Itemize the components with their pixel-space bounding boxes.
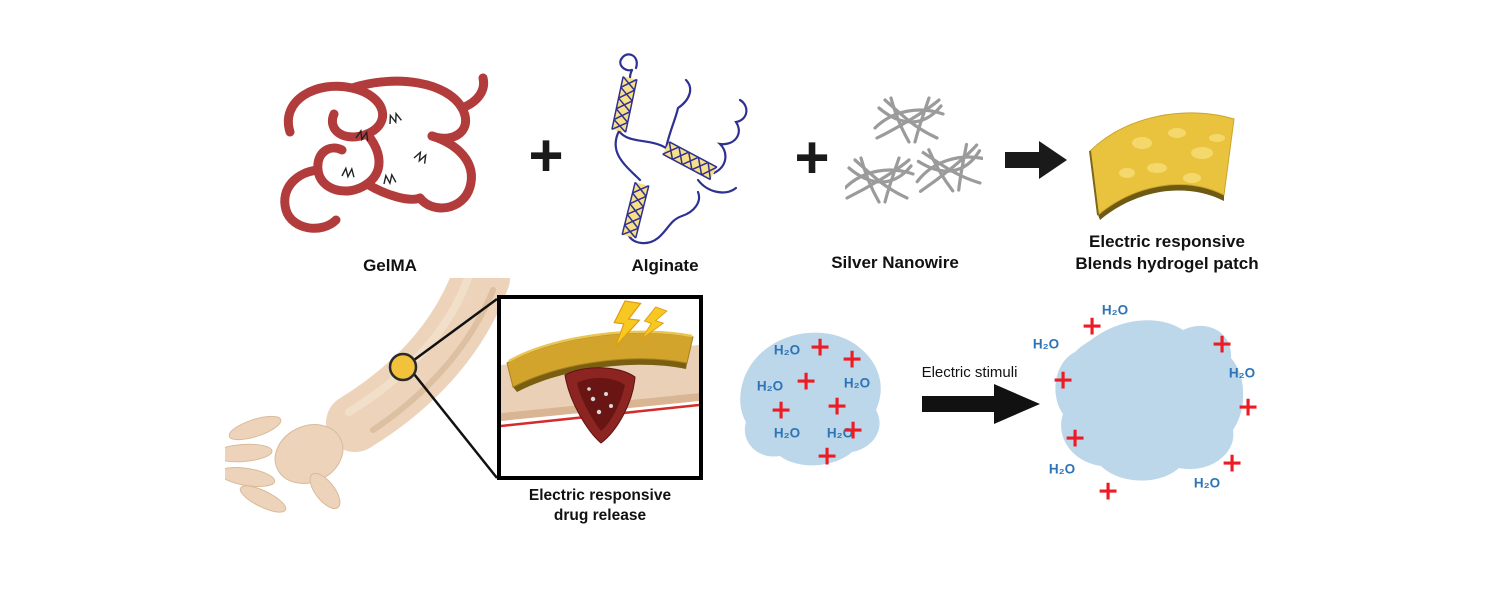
callout-line-top [413,297,498,362]
charge-plus-icon: + [1080,310,1104,342]
alginate-structure-illustration [611,53,748,245]
h2o-label: H₂O [1101,302,1129,318]
drug-release-illustration [501,300,699,444]
silver-nanowire-illustration [845,96,983,204]
nanowire-bundle [845,156,915,204]
silver-nanowire-label: Silver Nanowire [831,253,959,272]
gelma-strands [280,73,489,233]
alginate-chain [614,53,748,245]
h2o-label: H₂O [1048,461,1076,477]
nanowire-bundle [911,140,983,198]
charge-plus-icon: + [1096,475,1120,507]
plus-separator-icon: + [528,122,564,189]
charge-plus-icon: + [815,440,839,472]
blob-shape [1055,320,1243,481]
nanowire-bundle [873,96,945,144]
inset-label: Electric responsive drug release [487,486,713,526]
gelma-structure-illustration [280,73,489,233]
gelma-crosslink-marks [341,111,427,186]
charge-plus-icon: + [825,390,849,422]
hand [225,415,344,513]
lightning-icon [613,300,668,348]
plus-separator-icon: + [794,124,830,191]
charge-plus-icon: + [1063,422,1087,454]
arrow-right-icon [1005,141,1067,179]
alginate-label: Alginate [631,256,699,275]
charge-plus-icon: + [840,343,864,375]
hydrogel-patch-illustration [1089,112,1235,220]
h2o-label: H₂O [756,378,784,394]
result-label-line2: Blends hydrogel patch [1075,254,1259,274]
charge-plus-icon: + [1051,364,1075,396]
charge-plus-icon: + [1220,447,1244,479]
charge-plus-icon: + [841,414,865,446]
h2o-label: H₂O [1032,336,1060,352]
arrow-right-icon [922,384,1040,424]
charge-plus-icon: + [808,331,832,363]
electric-stimuli-label: Electric stimuli [921,364,1018,381]
drug-particles [587,387,613,415]
charge-plus-icon: + [769,394,793,426]
hydrogel-blob-before: H₂O H₂O H₂O H₂O H₂O + + + + + + + [728,322,898,487]
charge-plus-icon: + [1210,328,1234,360]
alginate-eggbox-segments [611,75,718,239]
gelma-label: GelMA [363,256,417,275]
result-label: Electric responsive Blends hydrogel patc… [1052,231,1282,275]
result-label-line1: Electric responsive [1089,232,1245,251]
hydrogel-blob-after: H₂O H₂O H₂O H₂O H₂O + + + + + + + [1028,298,1273,508]
charge-plus-icon: + [1236,391,1260,423]
drug-release-inset-box [497,295,703,480]
arm-illustration [225,278,510,513]
callout-line-bottom [413,373,498,479]
h2o-label: H₂O [1228,365,1256,381]
h2o-label: H₂O [773,342,801,358]
patch-texture [1119,128,1225,183]
h2o-label: H₂O [843,375,871,391]
blob-shape [740,332,881,466]
h2o-label: H₂O [1193,475,1221,491]
h2o-label: H₂O [773,425,801,441]
inset-label-line2: drug release [553,507,647,525]
inset-label-line1: Electric responsive [528,487,672,504]
patch-site-marker [388,352,418,382]
h2o-label: H₂O [826,425,854,441]
charge-plus-icon: + [794,365,818,397]
